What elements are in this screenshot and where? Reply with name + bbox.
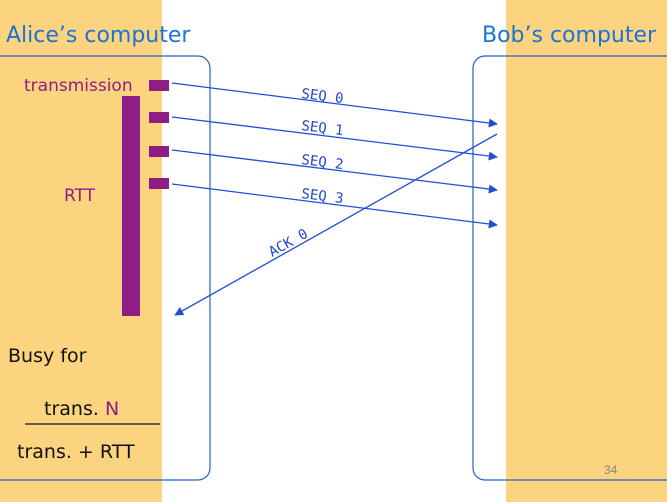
bob-title: Bob’s computer	[482, 23, 657, 48]
rtt-bar	[122, 96, 140, 316]
transmission-block-1	[149, 112, 169, 123]
bob-timeline-frame	[472, 55, 667, 481]
seq-3-label: SEQ 3	[301, 186, 345, 207]
alice-title: Alice’s computer	[6, 23, 191, 48]
seq-2-label: SEQ 2	[301, 152, 345, 173]
page-number: 34	[604, 463, 618, 477]
alice-timeline-frame	[0, 55, 211, 481]
transmission-label: transmission	[24, 76, 133, 96]
transmission-block-0	[149, 80, 169, 91]
seq-2-arrow	[171, 149, 498, 194]
ack-0-arrow	[174, 133, 498, 316]
utilization-numerator: trans. N	[44, 398, 119, 420]
utilization-denominator: trans. + RTT	[17, 441, 135, 463]
ack-0-label: ACK 0	[266, 226, 311, 260]
seq-3-arrow	[171, 183, 498, 229]
transmission-block-3	[149, 178, 169, 189]
numerator-n: N	[105, 398, 119, 420]
rtt-label: RTT	[64, 186, 96, 206]
bob-panel-fill	[506, 0, 667, 502]
seq-0-label: SEQ 0	[301, 86, 345, 107]
transmission-block-2	[149, 146, 169, 157]
seq-1-label: SEQ 1	[301, 118, 345, 139]
seq-1-arrow	[171, 116, 498, 161]
seq-0-arrow	[171, 82, 498, 128]
numerator-prefix: trans.	[44, 398, 99, 420]
busy-for-label: Busy for	[8, 345, 87, 367]
